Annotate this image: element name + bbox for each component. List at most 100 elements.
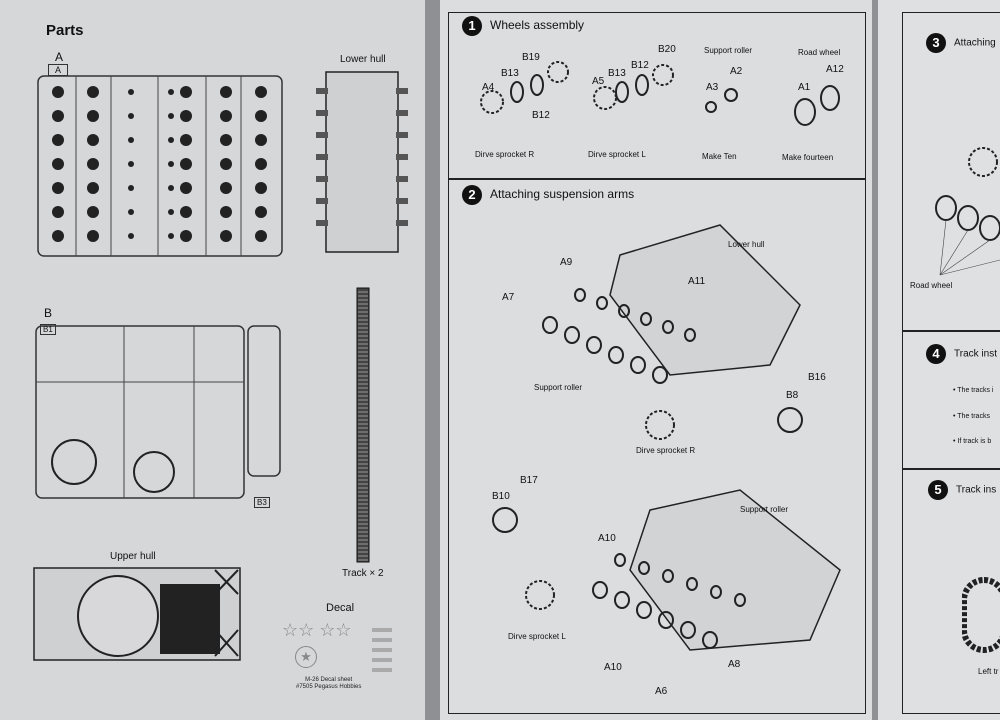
drawing-mark <box>316 198 328 204</box>
lower-hull-drawing <box>316 71 408 253</box>
lower-hull-label: Lower hull <box>340 54 386 65</box>
part-label: B10 <box>492 491 510 502</box>
part-wheel-mark <box>220 182 232 194</box>
drawing-mark <box>734 593 746 607</box>
part-label: B19 <box>522 52 540 63</box>
step1-title: Wheels assembly <box>490 18 585 33</box>
part-wheel-mark <box>52 86 64 98</box>
sprue-b-label: B <box>44 306 53 320</box>
part-wheel-mark <box>52 110 64 122</box>
group-caption: Dirve sprocket R <box>475 150 535 159</box>
step-divider <box>902 468 1000 470</box>
instruction-bullet: • The tracks i <box>953 387 994 394</box>
part-wheel-mark <box>255 110 267 122</box>
part-wheel-mark <box>255 230 267 242</box>
step-divider <box>902 330 1000 332</box>
part-small-mark <box>128 113 134 119</box>
wheels-assembly-drawing <box>480 61 840 126</box>
part-wheel-mark <box>180 158 192 170</box>
upper-hull-drawing <box>33 567 241 661</box>
sprocket-r-callout: Dirve sprocket R <box>636 446 696 455</box>
part-wheel-mark <box>52 158 64 170</box>
part-label: A2 <box>730 66 743 77</box>
drawing-mark <box>630 356 646 374</box>
part-label: A9 <box>560 257 573 268</box>
part-wheel-mark <box>87 206 99 218</box>
drawing-mark <box>684 328 696 342</box>
part-wheel-mark <box>220 110 232 122</box>
decal-plates <box>372 622 392 672</box>
part-label: A7 <box>502 292 515 303</box>
drawing-mark <box>396 132 408 138</box>
track-label: Track × 2 <box>342 568 384 579</box>
step-number-badge: 3 <box>926 33 946 53</box>
parts-title: Parts <box>46 22 84 39</box>
part-label: B12 <box>532 110 550 121</box>
part-wheel-mark <box>220 86 232 98</box>
drawing-mark <box>680 621 696 639</box>
part-small-mark <box>128 137 134 143</box>
drawing-mark <box>396 198 408 204</box>
drawing-mark <box>652 366 668 384</box>
part-label: A10 <box>598 533 616 544</box>
part-wheel-mark <box>87 86 99 98</box>
decal-sheet-line1: M-26 Decal sheet <box>305 677 353 683</box>
part-wheel-mark <box>220 134 232 146</box>
sprue-b-drawing <box>35 325 281 499</box>
part-wheel-mark <box>52 182 64 194</box>
part-small-mark <box>168 233 174 239</box>
decal-stars: ☆☆ ☆☆ <box>282 620 352 640</box>
part-wheel-mark <box>180 134 192 146</box>
support-roller-heading: Support roller <box>704 46 753 55</box>
step-divider <box>448 178 866 180</box>
part-small-mark <box>128 209 134 215</box>
drawing-mark <box>702 631 718 649</box>
drawing-mark <box>316 88 328 94</box>
part-label: A10 <box>604 662 622 673</box>
part-label: B20 <box>658 44 676 55</box>
step4-title: Track inst <box>954 348 997 360</box>
part-label: A1 <box>798 82 811 93</box>
drawing-mark <box>542 316 558 334</box>
part-small-mark <box>128 233 134 239</box>
part-wheel-mark <box>220 206 232 218</box>
drawing-mark <box>396 88 408 94</box>
group-caption: Dirve sprocket L <box>588 150 646 159</box>
part-label: A12 <box>826 64 844 75</box>
drawing-mark <box>316 132 328 138</box>
sprue-a-label: A <box>55 50 64 64</box>
part-label: B12 <box>631 60 649 71</box>
part-label: A4 <box>482 82 495 93</box>
drawing-mark <box>710 585 722 599</box>
decal-sheet-line2: #7505 Pegasus Hobbies <box>296 684 362 690</box>
part-label: A3 <box>706 82 719 93</box>
suspension-drawing-upper <box>542 224 803 440</box>
drawing-mark <box>396 220 408 226</box>
drawing-mark <box>316 154 328 160</box>
page-frame <box>902 12 1000 714</box>
drawing-mark <box>608 346 624 364</box>
part-label: B8 <box>786 390 799 401</box>
instruction-bullet: • If track is b <box>953 438 992 445</box>
instruction-bullet: • The tracks <box>953 413 990 420</box>
part-wheel-mark <box>255 158 267 170</box>
drawing-mark <box>574 288 586 302</box>
part-wheel-mark <box>87 158 99 170</box>
drawing-mark <box>662 320 674 334</box>
lower-hull-callout: Lower hull <box>728 240 765 249</box>
part-small-mark <box>168 137 174 143</box>
drawing-mark <box>686 577 698 591</box>
drawing-mark <box>316 110 328 116</box>
support-roller-callout: Support roller <box>534 383 583 392</box>
sprocket-l-callout: Dirve sprocket L <box>508 632 566 641</box>
part-label: A5 <box>592 76 605 87</box>
support-roller-callout: Support roller <box>740 505 789 514</box>
drawing-mark <box>316 176 328 182</box>
drawing-mark <box>396 176 408 182</box>
drawing-mark <box>592 581 608 599</box>
